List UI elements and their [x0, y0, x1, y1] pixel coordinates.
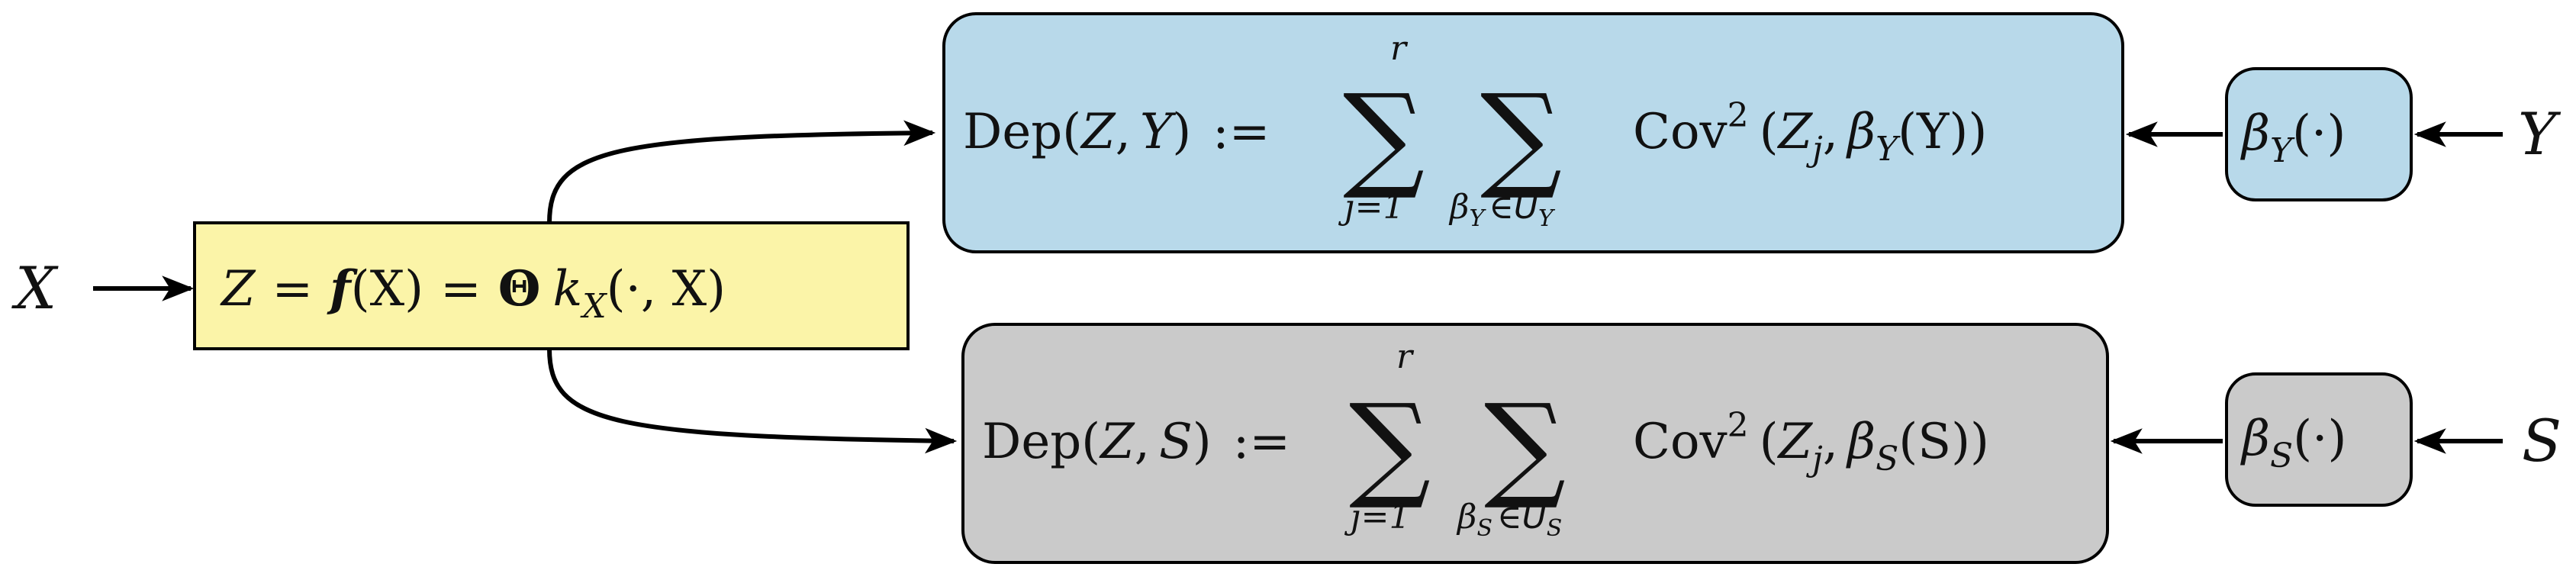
dep-y-sum-inner: ∑	[1480, 70, 1562, 203]
dep-y-box	[942, 12, 2124, 253]
dep-y-sum-lower: j=1	[1338, 188, 1405, 227]
dep-s-sum-inner: ∑	[1484, 380, 1566, 513]
encoder-to-dep-s-arrow	[547, 348, 958, 454]
dep-s-box	[961, 323, 2109, 564]
dep-s-inner-lower: βS∈US	[1456, 498, 1562, 542]
dep-y-sum-upper: r	[1390, 29, 1409, 68]
dep-y-cov-expression: Cov2(Zj,βY(Y))	[1633, 96, 1987, 169]
dep-s-sum-upper: r	[1396, 337, 1415, 376]
input-y-label: Y	[2518, 100, 2562, 168]
dep-y-sum-outer: ∑	[1343, 70, 1425, 203]
beta-y-node-label: βY(·)	[2240, 105, 2346, 170]
dep-s-lhs: Dep(Z,S):=	[982, 414, 1290, 470]
beta-s-node	[2225, 372, 2413, 507]
input-x-label: X	[11, 254, 59, 322]
input-s-label: S	[2522, 407, 2562, 475]
beta-s-node-label: βS(·)	[2240, 411, 2346, 475]
dep-s-sum-outer: ∑	[1349, 380, 1431, 513]
dep-s-cov-expression: Cov2(Zj,βS(S))	[1633, 406, 1989, 478]
dep-y-lhs: Dep(Z,Y):=	[963, 104, 1270, 160]
encoder-to-dep-y-arrow	[547, 120, 936, 224]
dep-y-inner-lower: βY∈UY	[1448, 188, 1556, 232]
dep-s-sum-lower: j=1	[1344, 498, 1411, 536]
beta-y-node	[2225, 67, 2413, 201]
